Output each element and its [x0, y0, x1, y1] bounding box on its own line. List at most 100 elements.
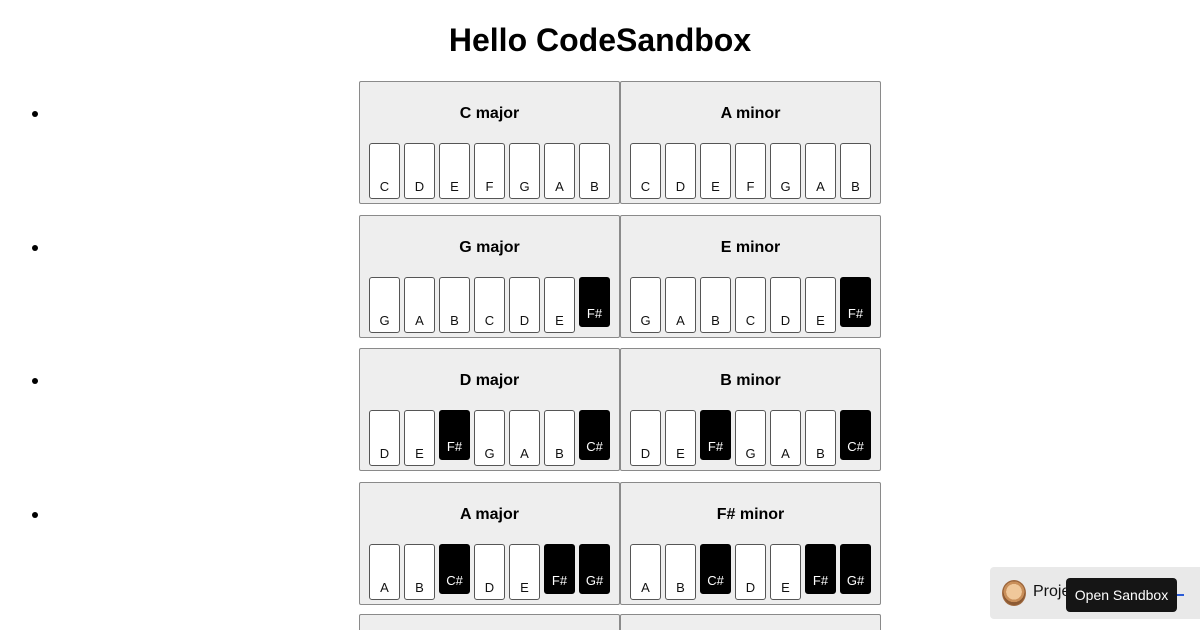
natural-key[interactable]: C [630, 143, 661, 199]
natural-key[interactable]: B [700, 276, 731, 333]
sharp-key[interactable]: C# [439, 543, 470, 594]
natural-key[interactable]: A [369, 543, 400, 600]
list-bullet [32, 244, 38, 251]
natural-key[interactable]: F [474, 143, 505, 199]
note-label: G# [585, 572, 604, 588]
natural-key[interactable]: F [735, 143, 766, 199]
natural-key[interactable]: B [544, 410, 575, 466]
sharp-key[interactable]: C# [579, 410, 610, 460]
sharp-key[interactable]: C# [840, 410, 871, 460]
natural-key[interactable]: C [735, 276, 766, 333]
natural-key[interactable]: A [404, 276, 435, 333]
natural-key[interactable]: E [805, 276, 836, 333]
sharp-key[interactable]: F# [805, 543, 836, 594]
note-label: F# [446, 439, 463, 454]
natural-key[interactable]: B [840, 143, 871, 199]
note-label: C# [446, 572, 463, 588]
note-label: G [640, 312, 651, 328]
natural-key[interactable]: E [439, 143, 470, 199]
natural-key[interactable]: D [735, 543, 766, 600]
natural-key[interactable]: E [665, 410, 696, 466]
natural-key[interactable]: D [369, 410, 400, 466]
natural-key[interactable]: D [630, 410, 661, 466]
note-label: A [781, 446, 790, 461]
note-label: E [676, 446, 685, 461]
natural-key[interactable]: B [665, 543, 696, 600]
natural-key[interactable]: A [509, 410, 540, 466]
note-label: F [485, 179, 494, 194]
natural-key[interactable]: G [735, 410, 766, 466]
note-label: E [450, 179, 459, 194]
natural-key[interactable]: B [439, 276, 470, 333]
project-link-underline[interactable] [1176, 594, 1184, 596]
natural-key[interactable]: D [770, 276, 801, 333]
list-bullet [32, 378, 38, 384]
page-title: Hello CodeSandbox [448, 22, 752, 58]
natural-key[interactable]: D [509, 276, 540, 333]
natural-key[interactable]: A [630, 543, 661, 600]
note-label: F [746, 179, 755, 194]
note-label: F# [551, 572, 568, 588]
natural-key[interactable]: B [805, 410, 836, 466]
note-label: G [519, 179, 530, 194]
natural-key[interactable]: C [474, 276, 505, 333]
scale-card-title: E minor [720, 238, 781, 256]
note-label: D [780, 312, 791, 328]
natural-key[interactable]: E [544, 276, 575, 333]
natural-key[interactable]: A [544, 143, 575, 199]
sharp-key[interactable]: F# [700, 410, 731, 460]
natural-key[interactable]: G [369, 276, 400, 333]
sharp-key[interactable]: F# [579, 276, 610, 327]
natural-key[interactable]: E [509, 543, 540, 600]
natural-key[interactable]: G [474, 410, 505, 466]
natural-key[interactable]: A [770, 410, 801, 466]
sharp-key[interactable]: F# [544, 543, 575, 594]
natural-key[interactable]: C [369, 143, 400, 199]
natural-key[interactable]: G [509, 143, 540, 199]
natural-key[interactable]: G [770, 143, 801, 199]
note-label: A [816, 179, 825, 194]
note-label: C [379, 179, 390, 194]
sharp-key[interactable]: G# [579, 543, 610, 594]
project-label[interactable]: Proje [1033, 583, 1071, 600]
sharp-key[interactable]: F# [439, 410, 470, 460]
note-label: E [415, 446, 424, 461]
partial-scale-card-minor [620, 614, 881, 630]
natural-key[interactable]: D [404, 143, 435, 199]
scale-card-title: G major [459, 238, 520, 256]
note-label: D [519, 312, 530, 328]
natural-key[interactable]: B [579, 143, 610, 199]
sharp-key[interactable]: F# [840, 276, 871, 327]
sharp-key[interactable]: C# [700, 543, 731, 594]
natural-key[interactable]: A [805, 143, 836, 199]
note-label: F# [707, 439, 724, 454]
open-sandbox-button[interactable]: Open Sandbox [1066, 578, 1177, 612]
natural-key[interactable]: E [404, 410, 435, 466]
note-label: E [555, 312, 564, 328]
note-label: A [415, 312, 424, 328]
natural-key[interactable]: E [700, 143, 731, 199]
natural-key[interactable]: B [404, 543, 435, 600]
natural-key[interactable]: E [770, 543, 801, 600]
scale-card-title: B minor [720, 372, 781, 389]
note-label: E [711, 179, 720, 194]
natural-key[interactable]: G [630, 276, 661, 333]
scale-card-title: A major [460, 505, 519, 523]
sharp-key[interactable]: G# [840, 543, 871, 594]
natural-key[interactable]: D [665, 143, 696, 199]
natural-key[interactable]: D [474, 543, 505, 600]
natural-key[interactable]: A [665, 276, 696, 333]
